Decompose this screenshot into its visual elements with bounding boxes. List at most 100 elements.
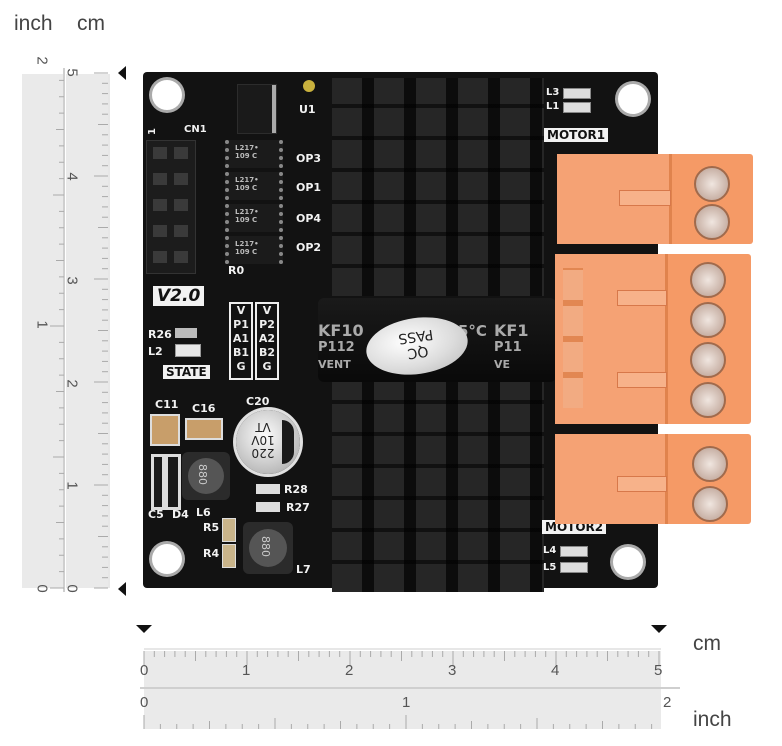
pin-legend-text: A1 bbox=[232, 332, 250, 345]
l1-label: L1 bbox=[546, 101, 560, 112]
inch-unit-label-bottom: inch bbox=[693, 708, 732, 731]
fan-text: P112 bbox=[318, 340, 355, 355]
v-cm-5: 5 bbox=[63, 68, 81, 77]
pin-legend-text: V bbox=[262, 304, 272, 317]
opto-text: 109 C bbox=[235, 184, 258, 192]
h-cm-2: 2 bbox=[345, 662, 354, 679]
v-cm-1: 1 bbox=[63, 481, 81, 490]
smd-resistor bbox=[222, 518, 236, 542]
h-cm-4: 4 bbox=[551, 662, 560, 679]
mounting-hole bbox=[613, 547, 643, 577]
mounting-hole bbox=[618, 84, 648, 114]
inductor-l6: 880 bbox=[182, 452, 230, 500]
opto-text: 109 C bbox=[235, 216, 258, 224]
screw-terminal bbox=[692, 446, 728, 482]
cm-unit-label-bottom: cm bbox=[693, 632, 721, 655]
smd-resistor bbox=[222, 544, 236, 568]
screw-terminal bbox=[694, 204, 730, 240]
h-cm-0: 0 bbox=[140, 662, 149, 679]
optocoupler-op3: L217• 109 C bbox=[225, 140, 283, 168]
screw-terminal bbox=[690, 342, 726, 378]
l3-label: L3 bbox=[546, 87, 560, 98]
v-cm-4: 4 bbox=[63, 172, 81, 181]
fan-text: KF10 bbox=[318, 321, 364, 340]
opto-text: 109 C bbox=[235, 248, 258, 256]
version-label: V2.0 bbox=[153, 286, 205, 306]
u1-chip bbox=[237, 84, 277, 134]
l7-label: L7 bbox=[296, 563, 311, 576]
horizontal-ruler bbox=[136, 625, 680, 729]
inductor-l7: 880 bbox=[243, 522, 293, 574]
mounting-hole bbox=[152, 80, 182, 110]
opto-text: L217• bbox=[235, 144, 259, 152]
l4-label: L4 bbox=[543, 545, 557, 556]
c16-label: C16 bbox=[192, 402, 216, 415]
screw-terminal bbox=[694, 166, 730, 202]
cap-text: VT bbox=[255, 420, 271, 434]
c5-label: C5 bbox=[148, 508, 164, 521]
opto-text: L217• bbox=[235, 208, 259, 216]
cap-text: 10V bbox=[251, 433, 275, 447]
state-led bbox=[175, 344, 201, 357]
v-cm-3: 3 bbox=[63, 276, 81, 285]
fan-text: VE bbox=[494, 358, 511, 371]
vertical-ruler bbox=[22, 66, 126, 596]
fan-text: P11 bbox=[494, 340, 522, 355]
h-cm-1: 1 bbox=[242, 662, 251, 679]
c11-label: C11 bbox=[155, 398, 179, 411]
u1-label: U1 bbox=[299, 103, 316, 116]
r4-label: R4 bbox=[203, 547, 220, 560]
op3-label: OP3 bbox=[296, 152, 322, 165]
heatsink-top bbox=[332, 78, 544, 296]
v-inch-0: 0 bbox=[33, 584, 51, 593]
v-cm-2: 2 bbox=[63, 379, 81, 388]
h-inch-2: 2 bbox=[663, 694, 672, 711]
h-cm-3: 3 bbox=[448, 662, 457, 679]
op2-label: OP2 bbox=[296, 241, 322, 254]
diode-d4 bbox=[151, 454, 181, 510]
pin-legend-text: G bbox=[236, 360, 246, 373]
motor1-label: MOTOR1 bbox=[544, 128, 609, 142]
r0-label: R0 bbox=[228, 264, 245, 277]
pin-legend-2: V P2 A2 B2 G bbox=[255, 302, 279, 380]
pin-legend-text: G bbox=[262, 360, 272, 373]
cap-text: 220 bbox=[251, 446, 275, 460]
l2-label: L2 bbox=[148, 345, 163, 358]
pin-legend-text: V bbox=[236, 304, 246, 317]
pin-legend-text: B2 bbox=[258, 346, 276, 359]
pin1-label: 1 bbox=[146, 128, 158, 135]
op1-label: OP1 bbox=[296, 181, 322, 194]
d4-label: D4 bbox=[172, 508, 189, 521]
pin-legend-text: P1 bbox=[233, 318, 249, 331]
cn1-label: CN1 bbox=[184, 124, 207, 135]
opto-text: 109 C bbox=[235, 152, 258, 160]
v-inch-2: 2 bbox=[33, 56, 51, 65]
fan-text-left: KF10 P112 VENT bbox=[318, 322, 364, 373]
smd-resistor bbox=[175, 328, 197, 338]
v-cm-0: 0 bbox=[63, 584, 81, 593]
v-inch-1: 1 bbox=[33, 320, 51, 329]
pin-legend-text: P2 bbox=[259, 318, 275, 331]
h-inch-1: 1 bbox=[402, 694, 411, 711]
electrolytic-capacitor-c20: 220 10V VT bbox=[236, 410, 300, 474]
opto-text: L217• bbox=[235, 176, 259, 184]
cm-unit-label: cm bbox=[77, 12, 105, 35]
screw-terminal bbox=[690, 382, 726, 418]
capacitor-c16 bbox=[185, 418, 223, 440]
inductor-text: 880 bbox=[196, 464, 209, 485]
screw-terminal bbox=[692, 486, 728, 522]
status-led bbox=[303, 80, 315, 92]
r27-label: R27 bbox=[286, 501, 310, 514]
fan-text: VENT bbox=[318, 358, 351, 371]
h-cm-5: 5 bbox=[654, 662, 663, 679]
smd-resistor bbox=[256, 502, 280, 512]
l5-label: L5 bbox=[543, 562, 557, 573]
state-label: STATE bbox=[163, 365, 210, 379]
inch-unit-label: inch bbox=[14, 12, 53, 35]
pin-legend-text: A2 bbox=[258, 332, 276, 345]
opto-text: L217• bbox=[235, 240, 259, 248]
l6-label: L6 bbox=[196, 506, 211, 519]
motor2-led bbox=[560, 546, 588, 557]
r26-label: R26 bbox=[148, 328, 172, 341]
fan-text: KF1 bbox=[494, 321, 529, 340]
